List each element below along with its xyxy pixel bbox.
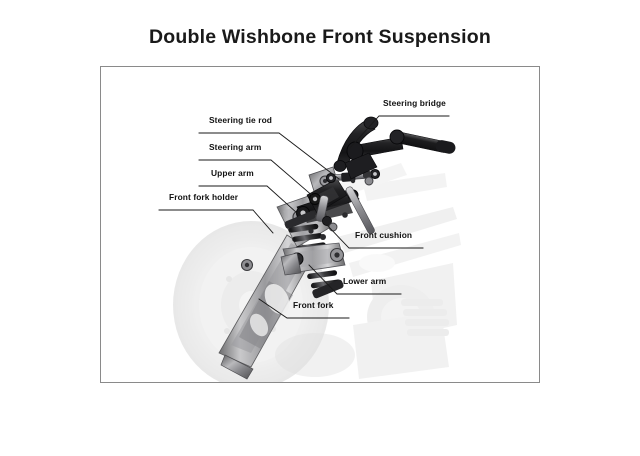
front-cushion-shock <box>284 195 344 299</box>
upper-arm <box>296 188 360 223</box>
coil-spring <box>284 211 344 299</box>
damper-rod <box>328 176 375 235</box>
lower-arm <box>280 242 346 276</box>
hardware-bolts <box>308 178 356 240</box>
label-upper-arm: Upper arm <box>211 168 254 178</box>
label-front-fork: Front fork <box>293 300 334 310</box>
steering-bridge <box>333 116 456 180</box>
callout-leader-lines <box>158 115 450 319</box>
steering-tie-rod <box>325 168 381 184</box>
steering-arm <box>306 178 348 214</box>
front-fork-holder <box>276 166 342 248</box>
figure-illustration: Steering bridge Steering tie rod Steerin… <box>101 67 539 382</box>
leader-steering-bridge <box>348 115 450 150</box>
page-title: Double Wishbone Front Suspension <box>148 26 492 48</box>
label-steering-tie-rod: Steering tie rod <box>209 115 273 125</box>
label-steering-bridge: Steering bridge <box>383 98 446 108</box>
label-front-fork-holder: Front fork holder <box>169 192 239 202</box>
background-ghost-artwork <box>173 116 461 382</box>
label-steering-arm: Steering arm <box>209 142 262 152</box>
leader-front-fork-holder <box>158 209 274 234</box>
label-lower-arm: Lower arm <box>343 276 387 286</box>
label-front-cushion: Front cushion <box>355 230 413 240</box>
figure-frame: Steering bridge Steering tie rod Steerin… <box>100 66 540 383</box>
ghost-frame-engine <box>275 163 461 379</box>
